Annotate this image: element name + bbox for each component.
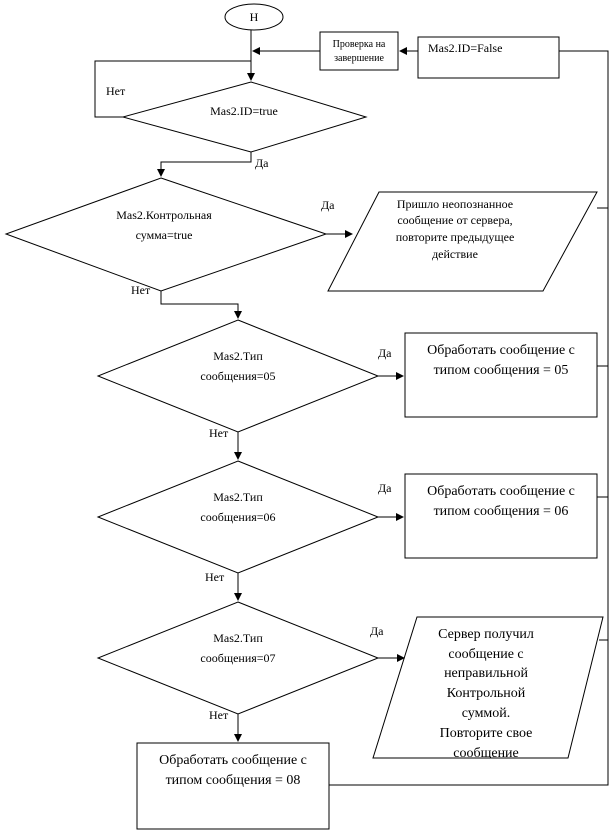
bad-checksum-line-1: Сервер получил bbox=[438, 627, 534, 642]
decision-type-07-line-1: Mas2.Тип bbox=[213, 631, 263, 645]
decision-checksum-line-1: Mas2.Контрольная bbox=[116, 208, 212, 222]
bad-checksum-line-3: неправильной bbox=[444, 666, 528, 681]
process-08-line-1: Обработать сообщение с bbox=[159, 753, 307, 768]
false-box: Mas2.ID=False bbox=[417, 36, 560, 79]
unknown-message-line-1: Пришло неопознанное bbox=[397, 197, 513, 211]
process-06-line-1: Обработать сообщение с bbox=[427, 484, 575, 499]
unknown-message-line-4: действие bbox=[432, 247, 478, 261]
process-06-box: Обработать сообщение с типом сообщения =… bbox=[404, 473, 598, 559]
bad-checksum-line-5: суммой. bbox=[462, 706, 511, 721]
connector-id-yes bbox=[157, 152, 252, 177]
label-06-no: Нет bbox=[205, 570, 225, 584]
unknown-message-line-2: сообщение от сервера, bbox=[397, 213, 512, 227]
process-05-box: Обработать сообщение с типом сообщения =… bbox=[404, 332, 598, 418]
process-08-line-2: типом сообщения = 08 bbox=[166, 773, 301, 788]
bad-checksum-io: Сервер получил сообщение с неправильной … bbox=[372, 616, 604, 761]
label-checksum-yes: Да bbox=[321, 198, 335, 212]
connector-checksum-no bbox=[160, 291, 242, 319]
unknown-message-line-3: повторите предыдущее bbox=[396, 230, 515, 244]
bad-checksum-line-2: сообщение с bbox=[448, 647, 523, 662]
check-end-box: Проверка на завершение bbox=[319, 31, 399, 71]
decision-type-07: Mas2.Тип сообщения=07 bbox=[96, 601, 380, 715]
false-box-label: Mas2.ID=False bbox=[428, 41, 502, 55]
label-05-yes: Да bbox=[378, 346, 392, 360]
start-terminal: Н bbox=[224, 3, 284, 31]
decision-type-06-line-1: Mas2.Тип bbox=[213, 490, 263, 504]
decision-type-06: Mas2.Тип сообщения=06 bbox=[96, 460, 380, 574]
process-05-line-1: Обработать сообщение с bbox=[427, 343, 575, 358]
decision-type-05: Mas2.Тип сообщения=05 bbox=[96, 319, 380, 433]
label-07-no: Нет bbox=[209, 708, 229, 722]
decision-type-05-line-2: сообщения=05 bbox=[200, 369, 275, 383]
decision-checksum-line-2: сумма=true bbox=[136, 228, 193, 242]
decision-id-label: Mas2.ID=true bbox=[210, 104, 278, 118]
check-end-line-1: Проверка на bbox=[333, 39, 386, 50]
label-checksum-no: Нет bbox=[131, 283, 151, 297]
connector-return-bus bbox=[329, 50, 609, 786]
decision-type-07-line-2: сообщения=07 bbox=[200, 651, 275, 665]
bad-checksum-line-7: сообщение bbox=[453, 746, 519, 761]
check-end-line-2: завершение bbox=[334, 53, 384, 64]
branch-labels: Нет Да Да Нет Да Нет Да Нет Да Нет bbox=[106, 84, 392, 722]
decision-checksum: Mas2.Контрольная сумма=true bbox=[4, 177, 328, 292]
process-08-box: Обработать сообщение с типом сообщения =… bbox=[136, 742, 330, 830]
label-06-yes: Да bbox=[378, 481, 392, 495]
decision-type-05-line-1: Mas2.Тип bbox=[213, 349, 263, 363]
connectors bbox=[94, 30, 609, 786]
process-05-line-2: типом сообщения = 05 bbox=[434, 363, 569, 378]
decision-id: Mas2.ID=true bbox=[121, 81, 368, 153]
start-label: Н bbox=[250, 10, 259, 24]
unknown-message-io: Пришло неопознанное сообщение от сервера… bbox=[327, 191, 598, 292]
label-id-no: Нет bbox=[106, 84, 126, 98]
decision-type-06-line-2: сообщения=06 bbox=[200, 510, 275, 524]
label-05-no: Нет bbox=[209, 426, 229, 440]
label-id-yes: Да bbox=[255, 156, 269, 170]
bad-checksum-line-6: Повторите свое bbox=[440, 726, 533, 741]
label-07-yes: Да bbox=[370, 624, 384, 638]
connector-id-no-loop bbox=[94, 60, 251, 118]
bad-checksum-line-4: Контрольной bbox=[447, 686, 526, 701]
process-06-line-2: типом сообщения = 06 bbox=[434, 504, 569, 519]
